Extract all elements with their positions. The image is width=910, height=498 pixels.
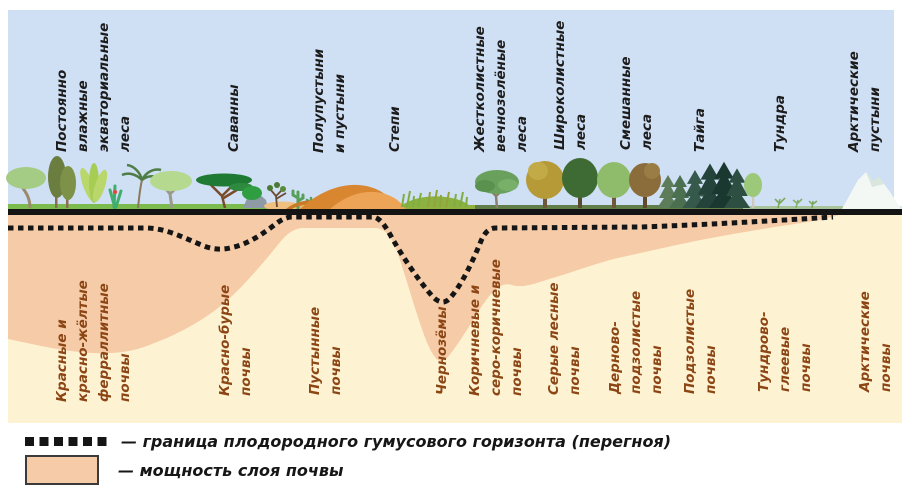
desert-dunes-cacti-icon bbox=[286, 184, 405, 210]
mixed-trees-icon bbox=[629, 163, 679, 208]
humus-boundary-dotted-line bbox=[8, 214, 834, 305]
ground-surface-line bbox=[8, 209, 902, 215]
legend-item-humus-boundary: — граница плодородного гумусового горизо… bbox=[25, 431, 671, 451]
legend-humus-text: — граница плодородного гумусового горизо… bbox=[121, 431, 672, 451]
tropical-trees-icon bbox=[6, 156, 192, 210]
conifer-trees-icon bbox=[669, 161, 751, 208]
profile-scene bbox=[6, 10, 902, 423]
legend-soil-text: — мощность слоя почвы bbox=[118, 460, 344, 480]
tundra-shrubs-icon bbox=[744, 173, 818, 209]
snow-mountain-icon bbox=[842, 172, 901, 209]
legend-item-soil-thickness: — мощность слоя почвы bbox=[25, 454, 343, 486]
steppe-grass-icon bbox=[400, 189, 470, 208]
evergreen-tree-icon bbox=[475, 170, 519, 209]
soil-color-swatch-icon bbox=[25, 455, 99, 485]
dotted-line-swatch-icon bbox=[25, 436, 107, 446]
broadleaf-trees-icon bbox=[526, 158, 631, 208]
